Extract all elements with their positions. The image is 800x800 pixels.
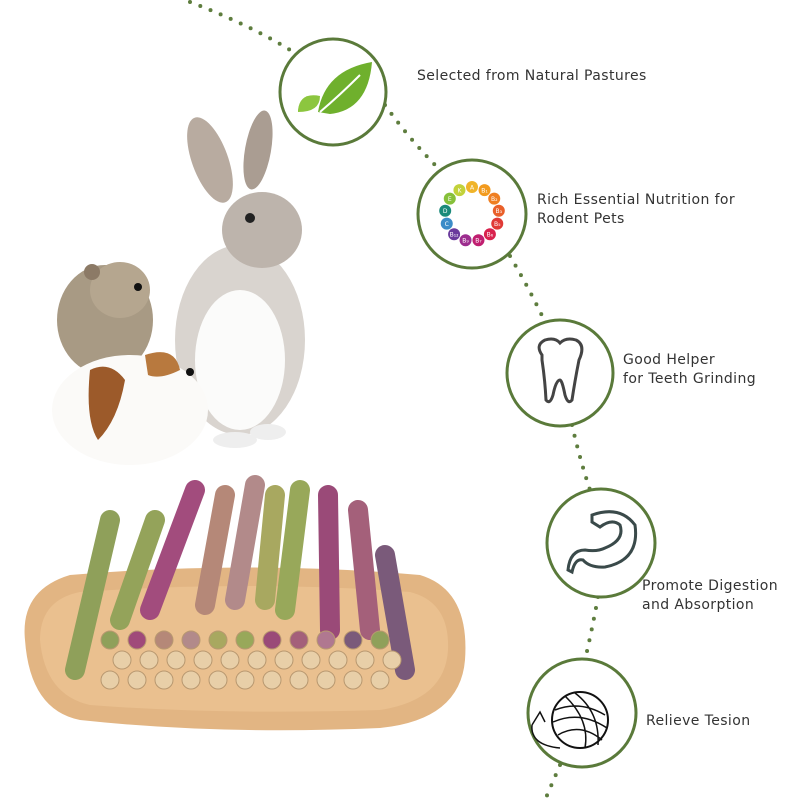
feature-circle-2 — [416, 158, 528, 270]
stick-end — [343, 670, 363, 690]
yarn-ball-icon — [531, 691, 609, 749]
stick-end — [166, 650, 186, 670]
vitamin-label: B₁₂ — [450, 232, 460, 239]
guinea-pig-image — [52, 352, 208, 465]
feature-teeth-grinding: Good Helper for Teeth Grinding — [623, 351, 756, 389]
stick-end — [154, 670, 174, 690]
stick-end — [208, 630, 228, 650]
stick-end — [382, 650, 402, 670]
feature-text: Promote Digestion — [642, 578, 779, 594]
hay-stick — [65, 510, 120, 680]
stick-end — [112, 650, 132, 670]
feature-text: Selected from Natural Pastures — [417, 68, 647, 84]
stick-end — [181, 670, 201, 690]
feature-circle-4 — [545, 487, 657, 599]
stick-end — [127, 670, 147, 690]
stick-end — [370, 670, 390, 690]
stick-end — [262, 670, 282, 690]
vitamin-dot — [478, 184, 491, 197]
stick-end — [289, 630, 309, 650]
vitamin-dot — [492, 204, 505, 217]
stick-end — [262, 630, 282, 650]
stick-end — [274, 650, 294, 670]
vitamin-label: K — [457, 188, 462, 195]
feature-circle-3 — [505, 318, 615, 428]
stick-end — [328, 650, 348, 670]
stick-end — [289, 670, 309, 690]
hamster-image — [57, 262, 153, 375]
vitamin-label: B₁ — [481, 188, 488, 195]
feature-relieve-tension: Relieve Tesion — [646, 712, 750, 731]
stick-end — [127, 630, 147, 650]
stick-end — [316, 630, 336, 650]
feature-text: Rich Essential Nutrition for — [537, 192, 736, 208]
feature-digestion: Promote Digestion and Absorption — [642, 577, 778, 615]
vitamin-dot — [483, 228, 496, 241]
feature-text: Good Helper — [623, 352, 716, 368]
vitamin-label: B₇ — [475, 238, 482, 245]
vitamin-label: B₂ — [491, 196, 498, 203]
stomach-icon — [566, 510, 638, 575]
vitamin-label: B₃ — [496, 208, 503, 215]
stick-end — [100, 630, 120, 650]
vitamin-dot — [491, 217, 504, 230]
vitamin-label: A — [470, 185, 475, 192]
hay-stick — [255, 485, 285, 610]
vitamin-dot — [472, 234, 485, 247]
feature-text: for Teeth Grinding — [623, 371, 757, 387]
dotted-connector — [188, 0, 600, 800]
stick-end — [247, 650, 267, 670]
stick-end — [154, 630, 174, 650]
stick-end — [301, 650, 321, 670]
stick-end — [235, 630, 255, 650]
vitamin-dot — [488, 192, 501, 205]
tooth-icon — [537, 337, 584, 404]
hay-stick — [140, 480, 205, 620]
vitamin-label: D — [443, 208, 448, 215]
vitamin-label: E — [448, 196, 452, 203]
hay-stick — [195, 485, 235, 615]
stick-end — [220, 650, 240, 670]
vitamin-dot — [440, 217, 453, 230]
feature-text: and Absorption — [642, 597, 755, 613]
hay-sticks-image — [65, 475, 415, 690]
vitamin-dot — [453, 184, 466, 197]
vitamin-dot — [448, 228, 461, 241]
vitamin-dot — [443, 192, 456, 205]
stick-end — [100, 670, 120, 690]
hay-stick — [375, 545, 415, 680]
leaf-icon — [298, 62, 372, 114]
stick-end — [139, 650, 159, 670]
feature-text: Relieve Tesion — [646, 713, 751, 729]
hay-stick — [225, 475, 265, 610]
stick-end — [208, 670, 228, 690]
stick-end — [193, 650, 213, 670]
stick-end — [316, 670, 336, 690]
vitamin-dot — [466, 181, 478, 193]
rabbit-image — [175, 110, 305, 448]
stick-end — [355, 650, 375, 670]
vitamin-label: B₆ — [487, 232, 494, 239]
feature-nutrition: Rich Essential Nutrition for Rodent Pets — [537, 191, 735, 229]
hay-stick — [275, 480, 310, 620]
vitamin-dot — [459, 234, 472, 247]
vitamin-label: C — [445, 221, 449, 228]
stick-end — [370, 630, 390, 650]
hay-stick — [110, 510, 165, 630]
stick-end — [181, 630, 201, 650]
feature-natural-pastures: Selected from Natural Pastures — [417, 67, 647, 86]
hay-stick — [318, 485, 340, 640]
vitamin-dot — [439, 204, 452, 217]
vitamin-label: B₉ — [462, 238, 469, 245]
vitamin-label: B₅ — [494, 221, 501, 228]
stick-end — [343, 630, 363, 650]
hay-stick — [348, 500, 380, 640]
stick-end — [235, 670, 255, 690]
feature-text: Rodent Pets — [537, 211, 625, 227]
